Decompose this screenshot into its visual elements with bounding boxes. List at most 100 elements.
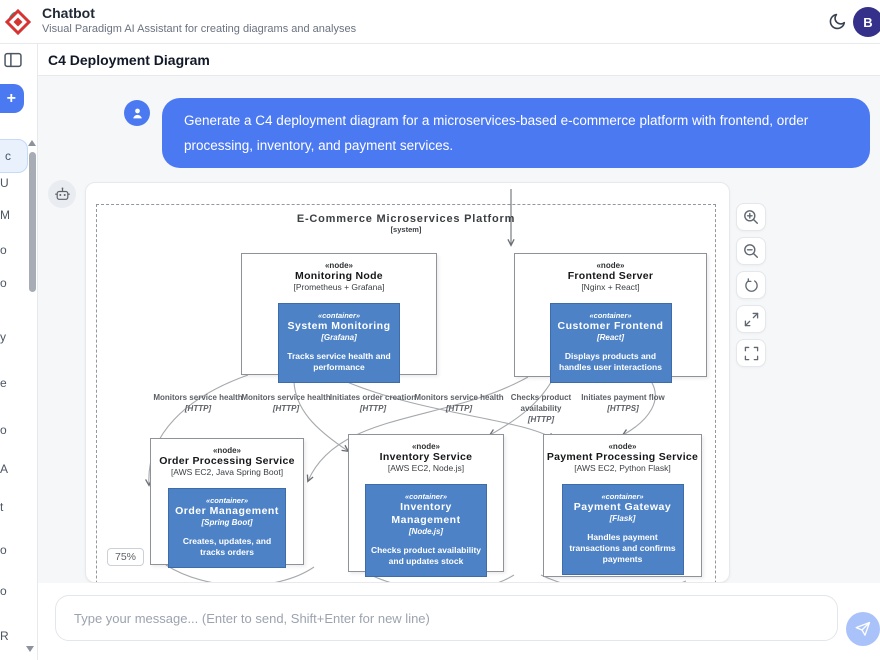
sidebar: + c U M o o y e o A t o o R [0, 44, 38, 660]
sidebar-item[interactable]: U [0, 176, 9, 190]
composer [38, 583, 880, 660]
sidebar-item[interactable]: o [0, 243, 7, 257]
edge-label: Checks product availability[HTTP] [510, 393, 572, 424]
container-payment-gateway[interactable]: «container» Payment Gateway [Flask] Hand… [561, 484, 684, 576]
container-name: Inventory Management [391, 501, 461, 527]
app-title: Chatbot [42, 5, 95, 21]
container-tech: [Spring Boot] [201, 518, 253, 528]
edge-label: Monitors service health[HTTP] [153, 393, 243, 413]
panel-icon [4, 52, 22, 67]
send-button[interactable] [846, 612, 880, 646]
node-inventory[interactable]: «node» Inventory Service [AWS EC2, Node.… [348, 434, 504, 578]
container-system-monitoring[interactable]: «container» System Monitoring [Grafana] … [278, 303, 400, 384]
sidebar-item[interactable]: o [0, 543, 7, 557]
scrollbar-down-arrow[interactable] [26, 646, 34, 652]
node-name: Inventory Service [379, 451, 473, 463]
sidebar-item[interactable]: o [0, 423, 7, 437]
container-stereotype: «container» [601, 492, 644, 501]
zoom-in-button[interactable] [736, 203, 766, 231]
reset-view-button[interactable] [736, 271, 766, 299]
content-header: C4 Deployment Diagram [38, 44, 880, 76]
edge-label: Initiates payment flow[HTTPS] [581, 393, 665, 413]
node-stereotype: «node» [411, 442, 440, 451]
container-description: Handles payment transactions and confirm… [569, 532, 676, 565]
zoom-level-badge: 75% [107, 548, 145, 566]
container-tech: [Grafana] [321, 333, 357, 343]
sidebar-toggle-button[interactable] [2, 50, 24, 72]
diagram-title-block: E-Commerce Microservices Platform [syste… [96, 213, 716, 234]
app-subtitle: Visual Paradigm AI Assistant for creatin… [42, 23, 357, 35]
sidebar-item-label: c [5, 149, 11, 163]
node-name: Payment Processing Service [546, 451, 699, 463]
edge-label: Initiates order creation[HTTP] [329, 393, 417, 413]
container-description: Checks product availability and updates … [370, 545, 482, 567]
sidebar-item[interactable]: M [0, 208, 10, 222]
container-name: System Monitoring [287, 320, 391, 332]
zoom-out-button[interactable] [736, 237, 766, 265]
fit-screen-button[interactable] [736, 339, 766, 367]
node-stereotype: «node» [324, 261, 353, 270]
container-tech: [React] [596, 333, 625, 343]
sidebar-item[interactable]: o [0, 584, 7, 598]
sidebar-item[interactable]: R [0, 629, 9, 643]
node-name: Order Processing Service [159, 455, 295, 467]
node-tech: [Nginx + React] [581, 282, 640, 292]
node-name: Monitoring Node [295, 270, 383, 282]
message-input[interactable] [55, 595, 838, 641]
sidebar-scrollbar-thumb[interactable] [29, 152, 36, 292]
container-description: Creates, updates, and tracks orders [182, 536, 272, 558]
app-header: Chatbot Visual Paradigm AI Assistant for… [0, 0, 880, 44]
user-profile-avatar[interactable]: B [853, 7, 880, 37]
container-inventory-management[interactable]: «container» Inventory Management [Node.j… [365, 484, 487, 578]
diagram-title: E-Commerce Microservices Platform [296, 213, 516, 225]
container-stereotype: «container» [205, 496, 249, 505]
node-tech: [Prometheus + Grafana] [293, 282, 385, 292]
diagram-canvas[interactable]: E-Commerce Microservices Platform [syste… [85, 182, 730, 583]
container-name: Customer Frontend [557, 320, 664, 332]
node-monitoring[interactable]: «node» Monitoring Node [Prometheus + Gra… [241, 253, 437, 384]
user-message-bubble: Generate a C4 deployment diagram for a m… [162, 98, 870, 168]
node-tech: [AWS EC2, Node.js] [387, 463, 465, 473]
person-icon [132, 108, 142, 118]
sidebar-item[interactable]: y [0, 330, 6, 344]
container-description: Tracks service health and performance [287, 351, 391, 373]
node-stereotype: «node» [596, 261, 625, 270]
container-stereotype: «container» [404, 492, 448, 501]
edge-label: Monitors service health[HTTP] [241, 393, 331, 413]
scrollbar-up-arrow[interactable] [28, 140, 36, 146]
new-chat-button[interactable]: + [0, 84, 24, 113]
plus-icon: + [6, 89, 16, 107]
container-order-management[interactable]: «container» Order Management [Spring Boo… [168, 488, 286, 569]
sidebar-item[interactable]: o [0, 276, 7, 290]
node-stereotype: «node» [608, 442, 637, 451]
sidebar-item[interactable]: A [0, 462, 9, 476]
node-order-processing[interactable]: «node» Order Processing Service [AWS EC2… [150, 438, 304, 569]
node-stereotype: «node» [212, 446, 241, 455]
user-message-avatar [124, 100, 150, 126]
send-icon [855, 621, 871, 636]
edge-label: Monitors service health[HTTP] [414, 393, 504, 413]
system-boundary [96, 204, 716, 582]
zoom-out-icon [744, 244, 759, 259]
node-payment-processing[interactable]: «node» Payment Processing Service [AWS E… [543, 434, 702, 577]
container-customer-frontend[interactable]: «container» Customer Frontend [React] Di… [549, 303, 672, 384]
sidebar-item[interactable]: t [0, 500, 4, 514]
container-tech: [Flask] [609, 514, 636, 524]
node-tech: [AWS EC2, Python Flask] [574, 463, 671, 473]
container-name: Payment Gateway [573, 501, 672, 513]
container-tech: [Node.js] [408, 527, 444, 537]
moon-icon [829, 13, 846, 29]
sidebar-item-active[interactable]: c [0, 139, 28, 173]
avatar-initial: B [863, 14, 873, 30]
container-name: Order Management [175, 505, 279, 517]
sidebar-item[interactable]: e [0, 376, 7, 390]
chat-area: Generate a C4 deployment diagram for a m… [38, 76, 880, 583]
fit-screen-icon [744, 346, 758, 360]
node-tech: [AWS EC2, Java Spring Boot] [170, 467, 284, 477]
node-name: Frontend Server [567, 270, 654, 282]
dark-mode-toggle[interactable] [826, 10, 850, 34]
reset-icon [744, 277, 758, 292]
node-frontend[interactable]: «node» Frontend Server [Nginx + React] «… [514, 253, 707, 384]
expand-button[interactable] [736, 305, 766, 333]
